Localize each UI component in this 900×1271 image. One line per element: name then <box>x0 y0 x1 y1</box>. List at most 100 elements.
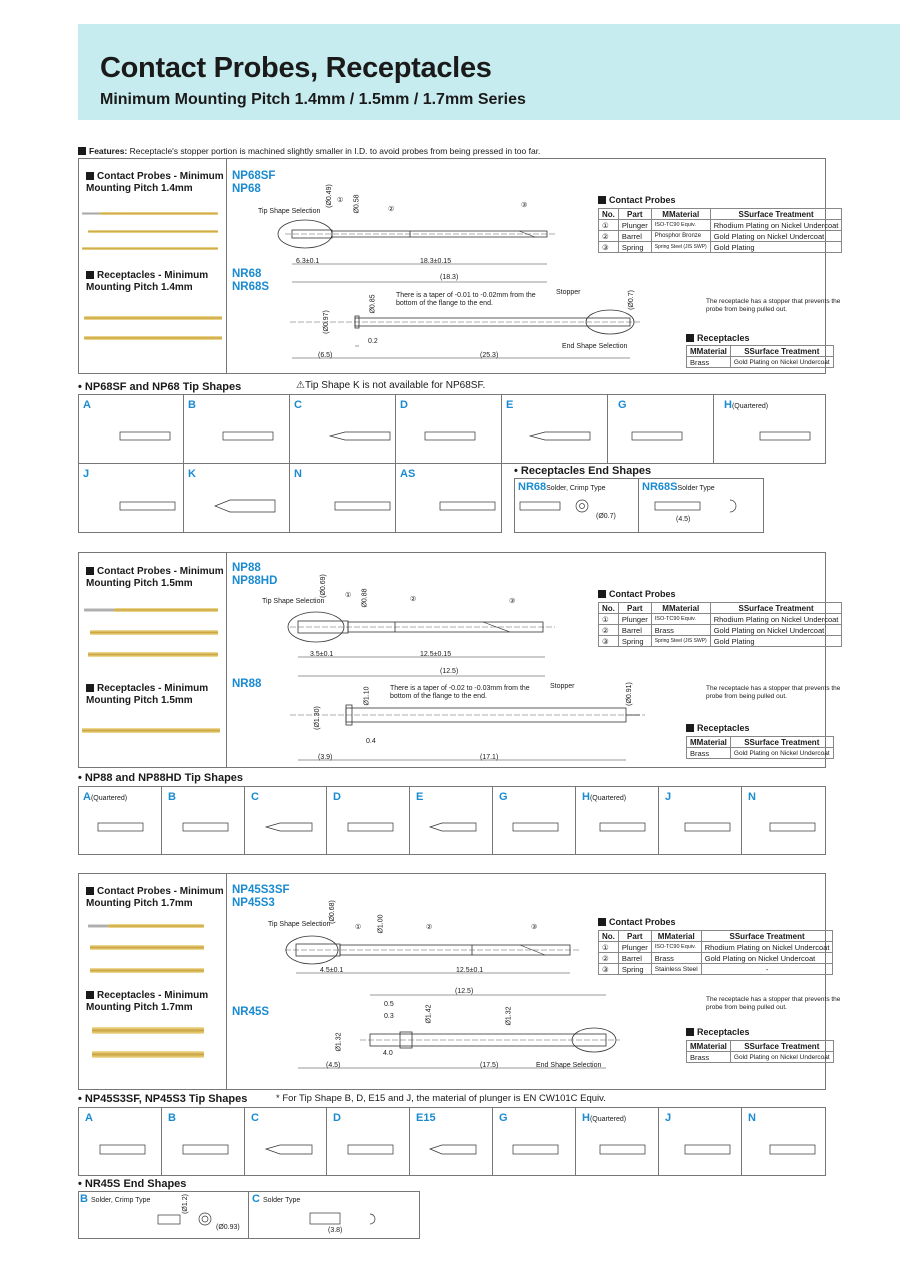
s3-cp-table-title: Contact Probes <box>598 917 676 927</box>
s3-probe-img <box>90 945 204 950</box>
s1-end-title: • Receptacles End Shapes <box>514 465 652 477</box>
s3-tip-selection: Tip Shape Selection <box>268 921 331 928</box>
s3-dim-len125b: (12.5) <box>455 988 474 995</box>
s1-probe-codes: NP68SF NP68 <box>232 170 276 195</box>
s1-end-selection: End Shape Selection <box>562 343 628 350</box>
s3-dim-d175: (17.5) <box>480 1062 499 1069</box>
s2-probe-codes: NP88 NP88HD <box>232 562 278 587</box>
s3-rec-table-title: Receptacles <box>686 1027 750 1037</box>
s3-callout-1: ① <box>355 924 362 931</box>
s3-tip-title: • NP45S3SF, NP45S3 Tip Shapes <box>78 1093 248 1105</box>
tip-cell-N: N <box>741 786 826 855</box>
s2-callout-3: ③ <box>509 598 516 605</box>
s1-dim-len63: 6.3±0.1 <box>296 258 320 265</box>
s3-dim-d45: (4.5) <box>326 1062 341 1069</box>
s2-probe-img <box>90 630 218 635</box>
s3-end-box <box>78 1191 420 1239</box>
s3-receptacle-img <box>92 1027 204 1034</box>
s1-rc-label: Receptacles - Minimum Mounting Pitch 1.4… <box>86 270 209 293</box>
s1-dim-d253: (25.3) <box>480 352 499 359</box>
s3-end-title: • NR45S End Shapes <box>78 1178 187 1190</box>
s2-tip-selection: Tip Shape Selection <box>262 598 325 605</box>
s2-dim-len35: 3.5±0.1 <box>310 651 334 658</box>
s2-dim-len125b: (12.5) <box>440 668 459 675</box>
s2-rec-note: The receptacle has a stopper that preven… <box>706 685 841 700</box>
s2-probe-img <box>88 652 218 657</box>
header-band <box>78 24 900 120</box>
s2-callout-1: ① <box>345 592 352 599</box>
s3-dim-len125: 12.5±0.1 <box>456 967 484 974</box>
s2-probe-img <box>114 608 218 612</box>
s1-dim-len183: 18.3±0.15 <box>420 258 452 265</box>
s1-dim-len183b: (18.3) <box>440 274 459 281</box>
s1-receptacle-img <box>84 316 222 320</box>
s2-probe-img <box>84 608 114 612</box>
s3-dim-len45: 4.5±0.1 <box>320 967 344 974</box>
s1-probe-img <box>88 230 218 233</box>
s3-callout-3: ③ <box>531 924 538 931</box>
s3-dim-d40: 4.0 <box>383 1050 393 1057</box>
s1-dim-d02: 0.2 <box>368 338 378 345</box>
s3-receptacle-img <box>92 1051 204 1058</box>
s2-rec-table-title: Receptacles <box>686 723 750 733</box>
s2-dim-d04: 0.4 <box>366 738 376 745</box>
s3-end1-label: B Solder, Crimp Type <box>80 1193 151 1205</box>
s1-callout-1: ① <box>337 197 344 204</box>
section2-divider <box>226 552 227 768</box>
s1-rec-codes: NR68 NR68S <box>232 268 270 293</box>
s1-tip-note: ⚠Tip Shape K is not available for NP68SF… <box>296 380 486 391</box>
s1-rec-table-title: Receptacles <box>686 333 750 343</box>
s3-end-selection: End Shape Selection <box>536 1062 602 1069</box>
s1-end-divider <box>638 478 639 533</box>
s2-dim-d39: (3.9) <box>318 754 333 761</box>
end-dim: (Ø0.7) <box>596 513 616 520</box>
section3-divider <box>226 873 227 1090</box>
s1-cp-table-title: Contact Probes <box>598 195 676 205</box>
s2-callout-2: ② <box>410 596 417 603</box>
page-subtitle: Minimum Mounting Pitch 1.4mm / 1.5mm / 1… <box>100 91 526 108</box>
s2-taper-note: There is a taper of -0.02 to -0.03mm fro… <box>390 685 530 700</box>
col-material: MMaterial <box>686 345 731 357</box>
s1-callout-3: ③ <box>521 202 528 209</box>
s2-rc-label: Receptacles - Minimum Mounting Pitch 1.5… <box>86 683 209 706</box>
s3-dim-d03: 0.3 <box>384 1013 394 1020</box>
s3-rec-note: The receptacle has a stopper that preven… <box>706 996 841 1011</box>
s3-cp-label: Contact Probes - Minimum Mounting Pitch … <box>86 886 224 909</box>
s1-cp-label: Contact Probes - Minimum Mounting Pitch … <box>86 171 224 194</box>
s1-tip-selection: Tip Shape Selection <box>258 208 321 215</box>
s2-rec-codes: NR88 <box>232 678 262 690</box>
s1-callout-2: ② <box>388 206 395 213</box>
s1-tip-title: • NP68SF and NP68 Tip Shapes <box>78 381 242 393</box>
col-material: MMaterial <box>650 208 711 220</box>
s1-probe-img <box>82 247 218 250</box>
s2-tip-title: • NP88 and NP88HD Tip Shapes <box>78 772 244 784</box>
s3-end-divider <box>248 1191 249 1239</box>
tip-cell-H: H(Quartered) <box>713 394 826 464</box>
s2-cp-table-title: Contact Probes <box>598 589 676 599</box>
features-text: Receptacle's stopper portion is machined… <box>129 146 541 156</box>
s2-dim-d171: (17.1) <box>480 754 499 761</box>
s2-receptacle-img <box>82 728 220 733</box>
end1-label: NR68Solder, Crimp Type <box>518 481 606 493</box>
s3-callout-2: ② <box>426 924 433 931</box>
s3-probe-img <box>88 924 108 928</box>
tip-cell-AS: AS <box>395 463 502 533</box>
s3-probe-img <box>108 924 204 928</box>
s3-end-len: (3.8) <box>328 1227 343 1234</box>
